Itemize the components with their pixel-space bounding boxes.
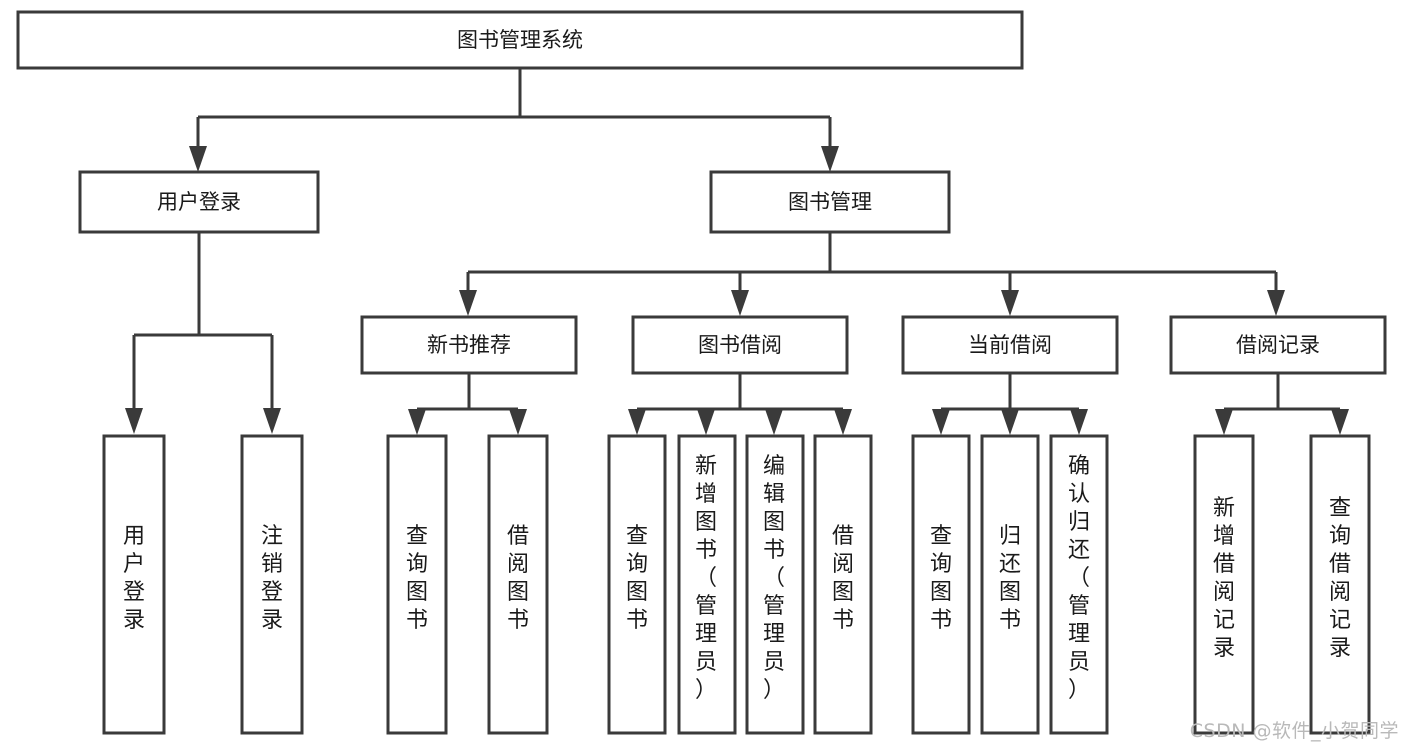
node-leaf-query-book-2[interactable]: 查询图书: [607, 434, 667, 735]
node-current-borrow-label: 当前借阅: [968, 333, 1052, 357]
node-borrow-record[interactable]: 借阅记录: [1169, 315, 1387, 375]
node-leaf-query-record-box: [1309, 434, 1371, 735]
arrow-head-leaf-add-book: [697, 409, 715, 435]
arrow-head-leaf-query-book-2: [628, 409, 646, 435]
node-leaf-query-book-1-box: [386, 434, 448, 735]
arrow-head-leaf-query-record: [1331, 409, 1349, 435]
arrow-head-current-borrow: [1001, 290, 1019, 316]
arrow-head-book-manage: [821, 146, 839, 172]
node-current-borrow-box: [901, 315, 1119, 375]
arrow-head-leaf-query-book-1: [408, 409, 426, 435]
node-leaf-borrow-book-1-box: [487, 434, 549, 735]
node-leaf-borrow-book-2-label: 借阅图书: [832, 524, 854, 633]
node-leaf-add-record[interactable]: 新增借阅记录: [1193, 434, 1255, 735]
node-leaf-add-book-label: 新增图书（管理员）: [695, 454, 717, 703]
node-leaf-return-book-box: [980, 434, 1040, 735]
node-borrow-record-box: [1169, 315, 1387, 375]
arrow-head-borrow-record: [1267, 290, 1285, 316]
node-leaf-query-book-3[interactable]: 查询图书: [911, 434, 971, 735]
node-leaf-add-record-box: [1193, 434, 1255, 735]
arrow-head-book-borrow: [731, 290, 749, 316]
node-new-book-recommend[interactable]: 新书推荐: [360, 315, 578, 375]
node-leaf-query-record-label: 查询借阅记录: [1329, 496, 1351, 661]
csdn-watermark: CSDN @软件_小贺同学: [1189, 720, 1399, 742]
node-leaf-query-book-1[interactable]: 查询图书: [386, 434, 448, 735]
arrow-head-leaf-edit-book: [765, 409, 783, 435]
node-leaf-return-book[interactable]: 归还图书: [980, 434, 1040, 735]
node-user-login[interactable]: 用户登录: [78, 170, 320, 234]
node-current-borrow[interactable]: 当前借阅: [901, 315, 1119, 375]
arrow-head-leaf-user-login: [125, 408, 143, 434]
node-user-login-label: 用户登录: [157, 190, 241, 214]
node-leaf-user-logout-label: 注销登录: [261, 524, 283, 633]
node-book-manage-label: 图书管理: [788, 190, 872, 214]
node-borrow-record-label: 借阅记录: [1236, 333, 1320, 357]
node-leaf-add-record-label: 新增借阅记录: [1213, 496, 1235, 661]
node-leaf-edit-book-box: [745, 434, 805, 735]
node-book-manage-box: [709, 170, 951, 234]
node-root-label: 图书管理系统: [457, 28, 583, 52]
node-new-book-recommend-label: 新书推荐: [427, 333, 511, 357]
arrow-head-leaf-borrow-book-2: [834, 409, 852, 435]
node-leaf-query-book-2-box: [607, 434, 667, 735]
node-leaf-user-login[interactable]: 用户登录: [102, 434, 166, 735]
node-leaf-query-book-2-label: 查询图书: [626, 524, 648, 633]
node-root-box: [16, 10, 1024, 70]
node-leaf-query-book-1-label: 查询图书: [406, 524, 428, 633]
node-leaf-confirm-return-box: [1049, 434, 1109, 735]
node-leaf-edit-book-label: 编辑图书（管理员）: [763, 454, 785, 703]
node-leaf-query-book-3-label: 查询图书: [930, 524, 952, 633]
arrow-head-user-login: [189, 146, 207, 172]
arrow-head-leaf-user-logout: [263, 408, 281, 434]
node-leaf-confirm-return[interactable]: 确认归还（管理员）: [1049, 434, 1109, 735]
node-leaf-user-login-label: 用户登录: [123, 524, 145, 633]
arrow-head-leaf-add-record: [1215, 409, 1233, 435]
node-book-borrow[interactable]: 图书借阅: [631, 315, 849, 375]
node-leaf-query-record[interactable]: 查询借阅记录: [1309, 434, 1371, 735]
node-leaf-borrow-book-1[interactable]: 借阅图书: [487, 434, 549, 735]
node-leaf-borrow-book-2-box: [813, 434, 873, 735]
arrow-head-leaf-borrow-book-1: [509, 409, 527, 435]
arrow-head-new-book-recommend: [459, 290, 477, 316]
node-leaf-user-logout-box: [240, 434, 304, 735]
node-leaf-query-book-3-box: [911, 434, 971, 735]
node-leaf-add-book-box: [677, 434, 737, 735]
node-leaf-edit-book[interactable]: 编辑图书（管理员）: [745, 434, 805, 735]
arrow-head-leaf-confirm-return: [1070, 409, 1088, 435]
node-leaf-borrow-book-1-label: 借阅图书: [507, 524, 529, 633]
node-leaf-user-login-box: [102, 434, 166, 735]
node-book-borrow-label: 图书借阅: [698, 333, 782, 357]
arrow-head-leaf-query-book-3: [932, 409, 950, 435]
node-leaf-confirm-return-label: 确认归还（管理员）: [1068, 454, 1090, 703]
arrow-head-leaf-return-book: [1001, 409, 1019, 435]
node-leaf-return-book-label: 归还图书: [999, 524, 1021, 633]
node-leaf-add-book[interactable]: 新增图书（管理员）: [677, 434, 737, 735]
node-leaf-user-logout[interactable]: 注销登录: [240, 434, 304, 735]
node-new-book-recommend-box: [360, 315, 578, 375]
node-root[interactable]: 图书管理系统: [16, 10, 1024, 70]
node-leaf-borrow-book-2[interactable]: 借阅图书: [813, 434, 873, 735]
node-book-borrow-box: [631, 315, 849, 375]
node-book-manage[interactable]: 图书管理: [709, 170, 951, 234]
